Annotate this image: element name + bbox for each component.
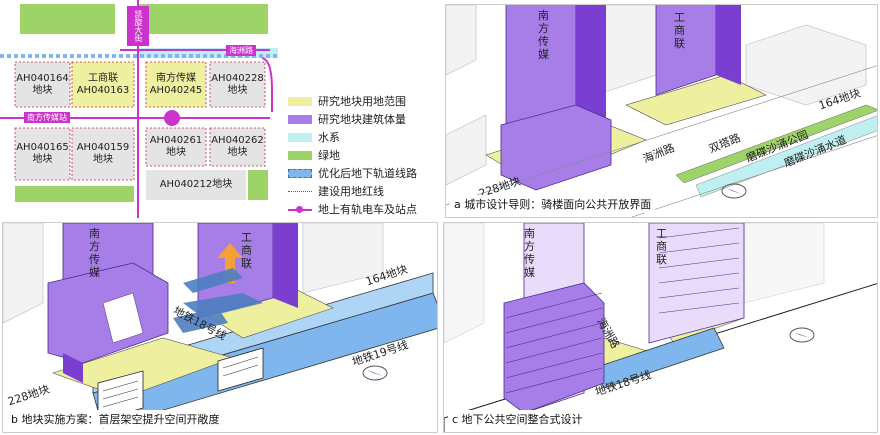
legend-item: 绿地	[288, 146, 438, 164]
plot-code: AH040159	[76, 142, 130, 153]
panel-b-illustration	[3, 223, 437, 429]
panel-a-tower-left-label: 南方传媒	[538, 9, 549, 61]
legend-swatch	[288, 168, 312, 178]
panel-b-tower-left-label: 南方传媒	[89, 227, 100, 279]
legend-item: 优化后地下轨道线路	[288, 164, 438, 182]
plot-code: AH040165	[16, 142, 69, 153]
plot-suffix: AH040163	[76, 84, 130, 96]
plot-suffix: 地块	[32, 154, 53, 165]
panel-b: 南方传媒 工商联 164地块 地铁18号线 地铁19号线 228地块 b 地块实…	[2, 222, 438, 433]
legend: 研究地块用地范围研究地块建筑体量水系绿地优化后地下轨道线路建设用地红线地上有轨电…	[288, 92, 438, 218]
legend-swatch	[288, 114, 312, 124]
legend-swatch	[288, 150, 312, 160]
panel-a-tower-right-label: 工商联	[674, 11, 685, 50]
plot-code: AH040262	[211, 135, 264, 146]
panel-c: 南方传媒 工商联 海洲路 地铁18号线 c 地下公共空间整合式设计	[443, 222, 878, 433]
panel-b-tower-right-label: 工商联	[241, 231, 252, 270]
plot-code: AH040261	[149, 135, 203, 146]
legend-item: 研究地块建筑体量	[288, 110, 438, 128]
legend-label: 优化后地下轨道线路	[318, 167, 417, 180]
legend-line-swatch	[288, 187, 312, 196]
legend-item: 建设用地红线	[288, 182, 438, 200]
legend-item: 地上有轨电车及站点	[288, 200, 438, 218]
panel-a-caption: a 城市设计导则：骑楼面向公共开放界面	[450, 195, 656, 213]
plot-code: AH040212地块	[159, 179, 233, 190]
road-label-left: 南方传媒站	[24, 112, 70, 123]
legend-item: 水系	[288, 128, 438, 146]
panel-a: 南方传媒 工商联 164地块 海洲路 双塔路 磨碟沙涌公园 磨碟沙涌水道 228…	[445, 4, 878, 218]
plot-code: AH040228	[211, 72, 264, 84]
road-label-vertical: 凯旋大街	[127, 6, 149, 46]
plot-code: AH040164	[16, 72, 69, 84]
plot-suffix: 地块	[227, 147, 248, 158]
legend-label: 绿地	[318, 149, 340, 162]
road-label-top: 海洲路	[226, 45, 256, 56]
panel-c-caption: c 地下公共空间整合式设计	[448, 410, 587, 428]
panel-c-tower-left-label: 南方传媒	[524, 227, 535, 279]
panel-b-caption: b 地块实施方案：首层架空提升空间开敞度	[7, 410, 224, 428]
legend-swatch	[288, 96, 312, 106]
plot-suffix: 地块	[227, 84, 248, 96]
legend-label: 研究地块建筑体量	[318, 113, 406, 126]
plot-suffix: 地块	[32, 84, 53, 96]
legend-label: 水系	[318, 131, 340, 144]
panel-c-tower-right-label: 工商联	[656, 227, 667, 266]
plot-code: 工商联	[88, 72, 118, 84]
legend-label: 地上有轨电车及站点	[318, 203, 417, 216]
plot-suffix: AH040245	[149, 84, 203, 96]
plot-code: 南方传媒	[156, 72, 196, 84]
legend-swatch	[288, 132, 312, 142]
site-plan-map	[0, 0, 280, 218]
legend-label: 建设用地红线	[318, 185, 384, 198]
plot-suffix: 地块	[93, 154, 113, 165]
plot-suffix: 地块	[166, 147, 186, 158]
panel-a-illustration	[446, 5, 877, 217]
legend-line-swatch	[288, 205, 312, 214]
legend-item: 研究地块用地范围	[288, 92, 438, 110]
panel-c-illustration	[444, 223, 877, 432]
plot-label: AH040212地块	[146, 170, 246, 200]
legend-label: 研究地块用地范围	[318, 95, 406, 108]
